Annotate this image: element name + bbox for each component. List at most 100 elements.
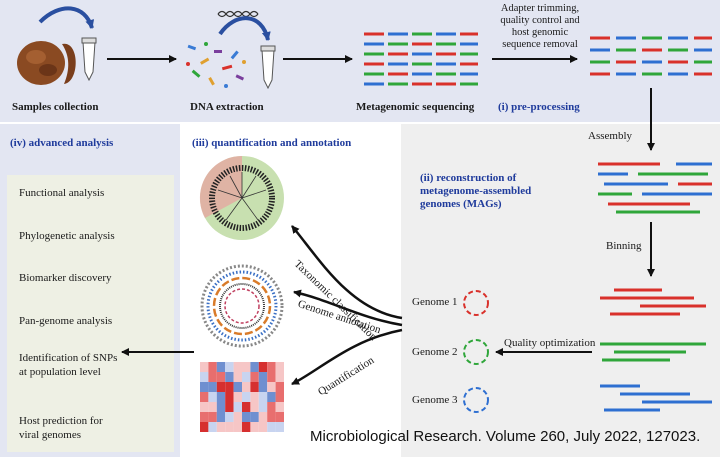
genome-1-label: Genome 1 (412, 296, 458, 308)
heatmap-cell (233, 392, 242, 402)
heatmap-cell (216, 392, 226, 402)
heatmap-cell (258, 392, 268, 402)
heatmap-cell (242, 412, 251, 422)
heatmap-cell (225, 362, 234, 372)
heatmap-cell (250, 412, 259, 422)
analysis-item-snps: Identification of SNPs (19, 352, 118, 364)
heatmap-cell (275, 372, 284, 382)
heatmap-cell (225, 412, 234, 422)
heatmap-cell (242, 362, 251, 372)
quantification-heading: (iii) quantification and annotation (192, 137, 352, 149)
analysis-item-phylogenetic: Phylogenetic analysis (19, 230, 115, 242)
heatmap-cell (233, 422, 242, 432)
binned-blue (600, 384, 712, 412)
heatmap-cell (258, 372, 268, 382)
heatmap-cell (275, 422, 284, 432)
heatmap-cell (225, 422, 234, 432)
heatmap-cell (242, 392, 251, 402)
analysis-item-biomarker: Biomarker discovery (19, 272, 112, 284)
heatmap-cell (208, 362, 217, 372)
heatmap-cell (242, 422, 251, 432)
genome-2-icon (463, 339, 489, 365)
heatmap-cell (216, 412, 226, 422)
heatmap-cell (250, 362, 259, 372)
heatmap-cell (250, 402, 259, 412)
heatmap-cell (267, 422, 276, 432)
analysis-item-host-cont: viral genomes (19, 429, 82, 441)
genome-2-label: Genome 2 (412, 346, 458, 358)
preprocess-note: Adapter trimming, quality control and ho… (500, 3, 580, 50)
step-label-samples: Samples collection (12, 101, 99, 113)
heatmap-cell (208, 392, 217, 402)
heatmap-cell (275, 402, 284, 412)
analysis-item-functional: Functional analysis (19, 187, 105, 199)
preprocessing-heading: (i) pre-processing (498, 101, 580, 113)
heatmap-thumbnail (200, 362, 284, 432)
curved-arrow-icon (38, 6, 95, 29)
dna-helix-icon (217, 10, 259, 18)
genome-3-icon (463, 387, 489, 413)
sequencing-reads (364, 32, 478, 86)
assembly-label: Assembly (588, 130, 632, 142)
analysis-item-snps-cont: at population level (19, 366, 101, 378)
heatmap-cell (250, 392, 259, 402)
heatmap-cell (233, 412, 242, 422)
heatmap-cell (200, 392, 209, 402)
binned-green (600, 342, 706, 362)
heatmap-cell (267, 392, 276, 402)
step-label-dna: DNA extraction (190, 101, 264, 113)
reconstruction-heading: (ii) reconstruction of metagenome-assemb… (420, 172, 532, 210)
heatmap-cell (242, 382, 251, 392)
heatmap-cell (275, 362, 284, 372)
heatmap-cell (267, 362, 276, 372)
heatmap-cell (250, 372, 259, 382)
heatmap-cell (208, 372, 217, 382)
analysis-item-pangenome: Pan-genome analysis (19, 315, 113, 327)
assembled-contigs (598, 162, 712, 214)
heatmap-cell (216, 402, 226, 412)
binning-label: Binning (606, 240, 642, 252)
extraction-tube-icon (260, 45, 276, 90)
heatmap-cell (242, 402, 251, 412)
heatmap-cell (216, 362, 226, 372)
heatmap-cell (267, 382, 276, 392)
genome-1-icon (463, 290, 489, 316)
heatmap-cell (208, 382, 217, 392)
heatmap-cell (258, 362, 268, 372)
curved-arrow-icon (293, 289, 403, 327)
heatmap-cell (216, 372, 226, 382)
heatmap-cell (200, 412, 209, 422)
heatmap-cell (208, 402, 217, 412)
heatmap-cell (233, 382, 242, 392)
heatmap-cell (208, 412, 217, 422)
curved-arrow-icon (291, 225, 403, 320)
heatmap-cell (200, 362, 209, 372)
heatmap-cell (267, 402, 276, 412)
heatmap-cell (250, 382, 259, 392)
binned-red (600, 288, 706, 316)
heatmap-cell (225, 402, 234, 412)
heatmap-cell (200, 422, 209, 432)
heatmap-cell (267, 372, 276, 382)
advanced-analysis-heading: (iv) advanced analysis (10, 137, 114, 149)
heatmap-cell (200, 372, 209, 382)
quality-optimization-label: Quality optimization (504, 337, 596, 349)
heatmap-cell (258, 422, 268, 432)
heatmap-cell (242, 372, 251, 382)
soil-sample-icon (17, 41, 76, 85)
heatmap-cell (258, 412, 268, 422)
curved-arrow-icon (218, 16, 271, 41)
heatmap-cell (216, 382, 226, 392)
citation: Microbiological Research. Volume 260, Ju… (310, 428, 701, 445)
analysis-list-box (7, 175, 174, 452)
genome-3-label: Genome 3 (412, 394, 458, 406)
heatmap-cell (233, 362, 242, 372)
heatmap-cell (200, 402, 209, 412)
heatmap-cell (225, 382, 234, 392)
heatmap-cell (216, 422, 226, 432)
heatmap-cell (267, 412, 276, 422)
heatmap-cell (258, 402, 268, 412)
dna-extraction-icon (186, 42, 246, 88)
heatmap-cell (233, 402, 242, 412)
